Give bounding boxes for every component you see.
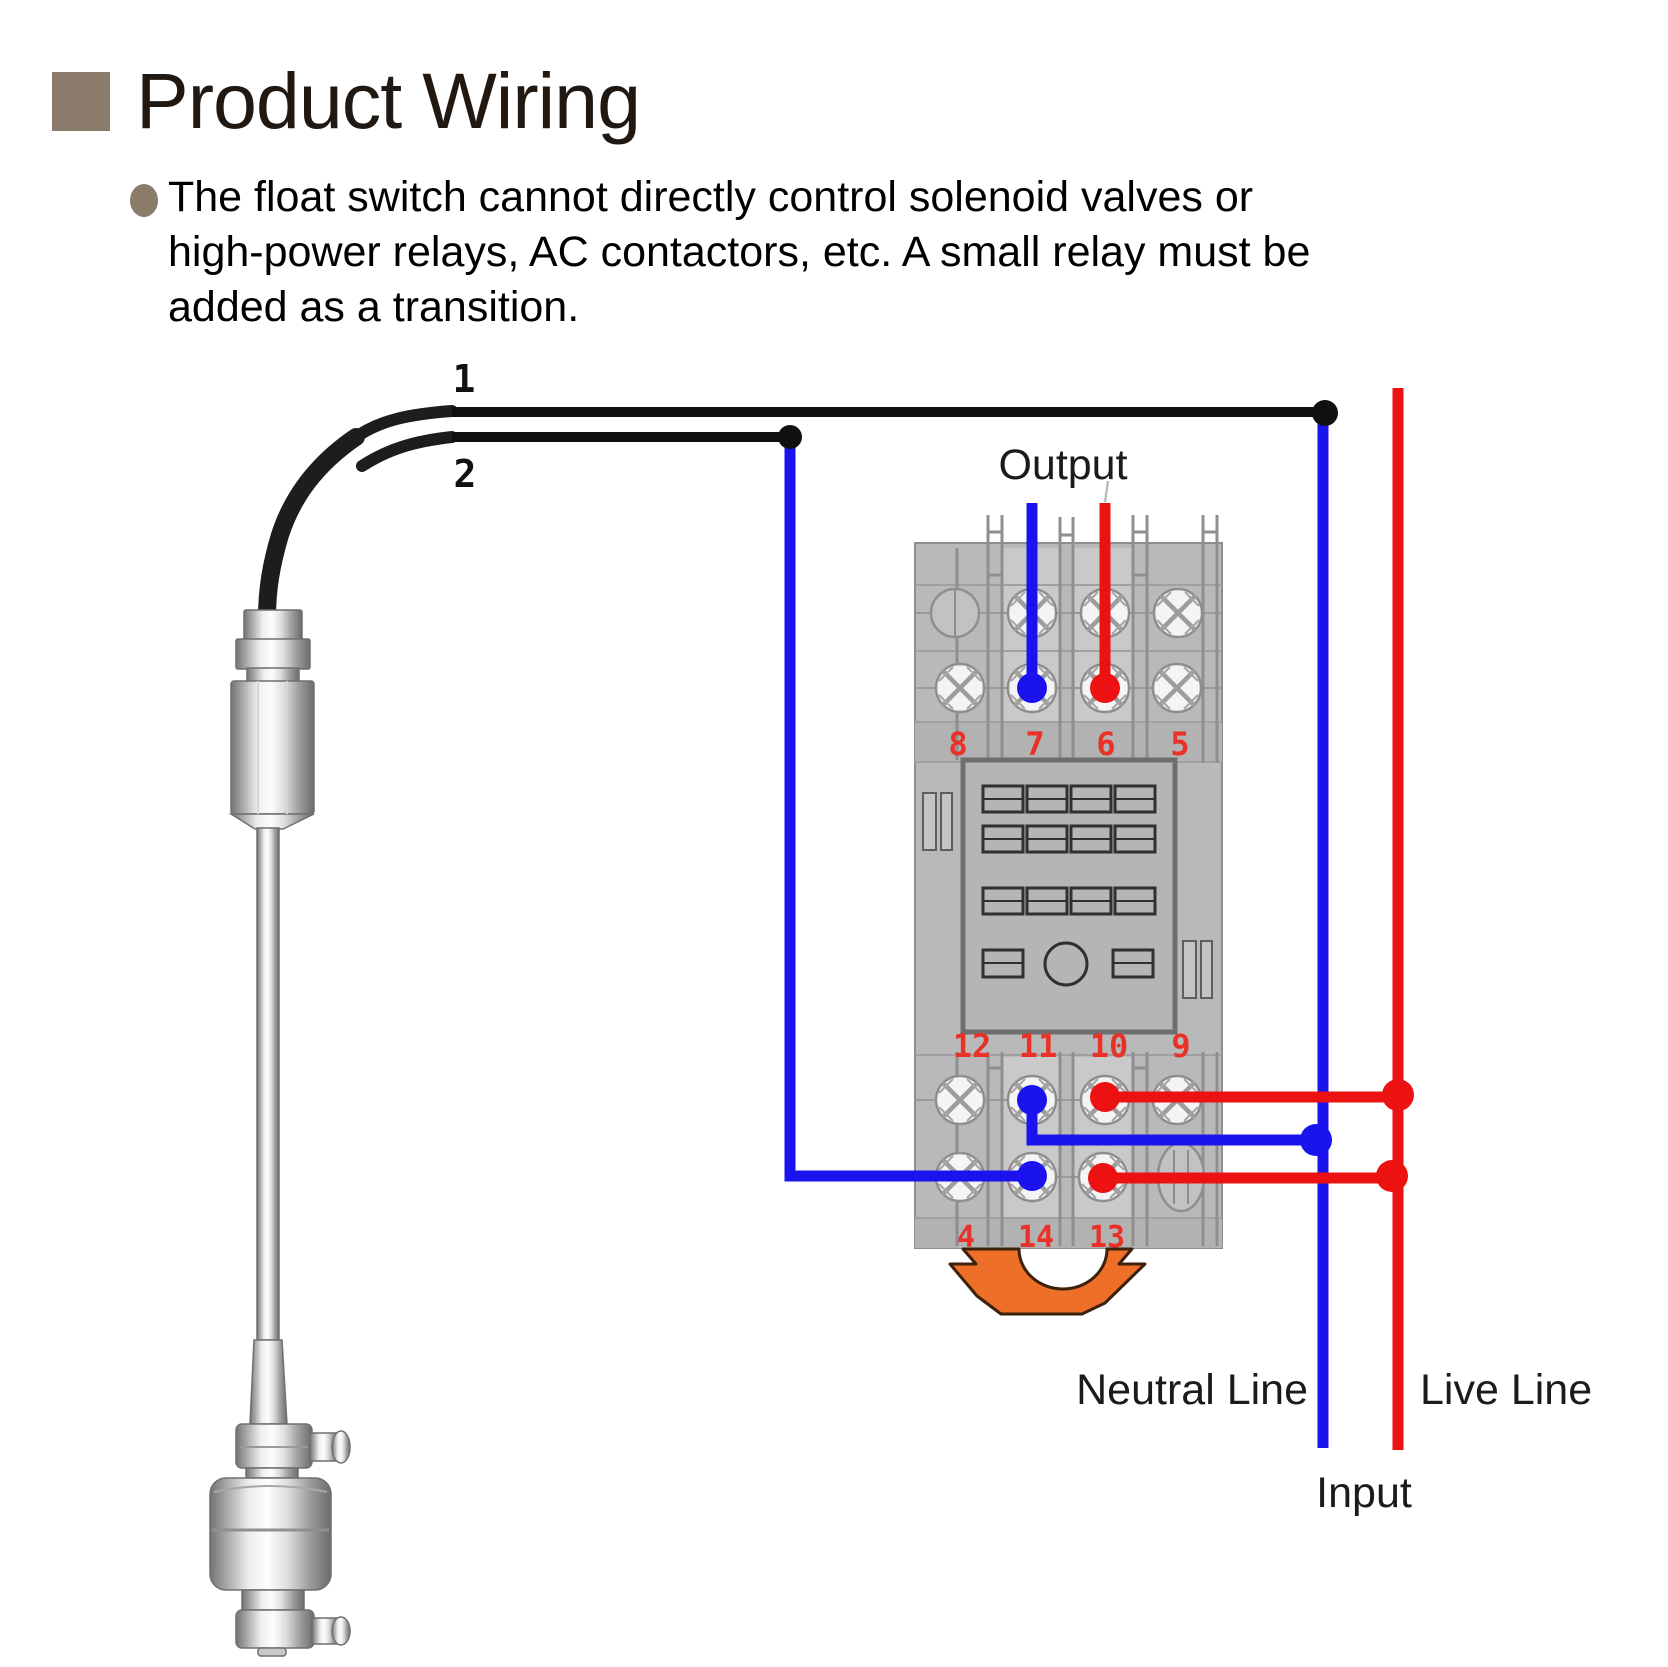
terminal-numbers-middle: 12 11 10 9 — [953, 1027, 1191, 1065]
terminal-number-9: 9 — [1171, 1027, 1190, 1065]
input-label: Input — [1316, 1469, 1412, 1517]
socket-divider-lines — [986, 515, 1219, 1246]
terminal-number-8: 8 — [948, 725, 967, 763]
terminal-number-13: 13 — [1089, 1220, 1125, 1255]
black-wires — [452, 407, 1325, 442]
live-line-label: Live Line — [1420, 1366, 1592, 1414]
socket-orange-clip — [948, 1247, 1147, 1316]
terminal-number-11: 11 — [1019, 1027, 1058, 1065]
neutral-line-label: Neutral Line — [1076, 1366, 1308, 1414]
float-switch-cable — [258, 405, 458, 627]
float-ball — [209, 1477, 332, 1591]
page-title: Product Wiring — [136, 56, 641, 145]
wire-1-label: 1 — [453, 357, 476, 401]
red-wires — [1099, 388, 1404, 1450]
red-terminal-dots — [1088, 673, 1414, 1193]
junction-dot-black-1 — [1312, 400, 1338, 426]
terminal-numbers-top: 8 7 6 5 — [948, 725, 1189, 763]
junction-dot-black-2 — [778, 425, 802, 449]
terminal-number-12: 12 — [953, 1027, 992, 1065]
float-stem — [256, 827, 280, 1341]
blue-wires — [784, 413, 1329, 1448]
hex-body — [230, 680, 315, 815]
terminal-number-4: 4 — [957, 1220, 975, 1255]
float-to-terminal14-wire — [784, 437, 1031, 1182]
bullet-icon — [130, 184, 158, 217]
relay-socket — [914, 515, 1223, 1316]
note-paragraph: The float switch cannot directly control… — [168, 170, 1310, 335]
lower-stop-collar — [235, 1609, 315, 1649]
note-line-1: The float switch cannot directly control… — [168, 173, 1254, 221]
terminal-numbers-bottom: 4 14 13 — [957, 1220, 1125, 1255]
output-label: Output — [998, 441, 1127, 489]
terminal-number-10: 10 — [1090, 1027, 1129, 1065]
terminal-number-5: 5 — [1170, 725, 1189, 763]
cable-gland-nut — [243, 609, 303, 641]
note-line-3: added as a transition. — [168, 283, 580, 331]
socket-terminals — [929, 589, 1206, 1213]
terminal-number-6: 6 — [1096, 725, 1115, 763]
center-hole — [1043, 941, 1089, 987]
terminal-number-7: 7 — [1025, 725, 1044, 763]
title-accent-square — [52, 72, 110, 131]
blue-terminal-dots — [1017, 673, 1332, 1191]
wire-2-label: 2 — [454, 452, 477, 496]
output-pointer-line — [1103, 480, 1110, 503]
socket-pin-block — [922, 757, 1213, 1035]
float-switch — [209, 405, 458, 1657]
collar-screw — [331, 1430, 351, 1464]
note-line-2: high-power relays, AC contactors, etc. A… — [168, 228, 1311, 276]
terminal-number-14: 14 — [1018, 1220, 1054, 1255]
